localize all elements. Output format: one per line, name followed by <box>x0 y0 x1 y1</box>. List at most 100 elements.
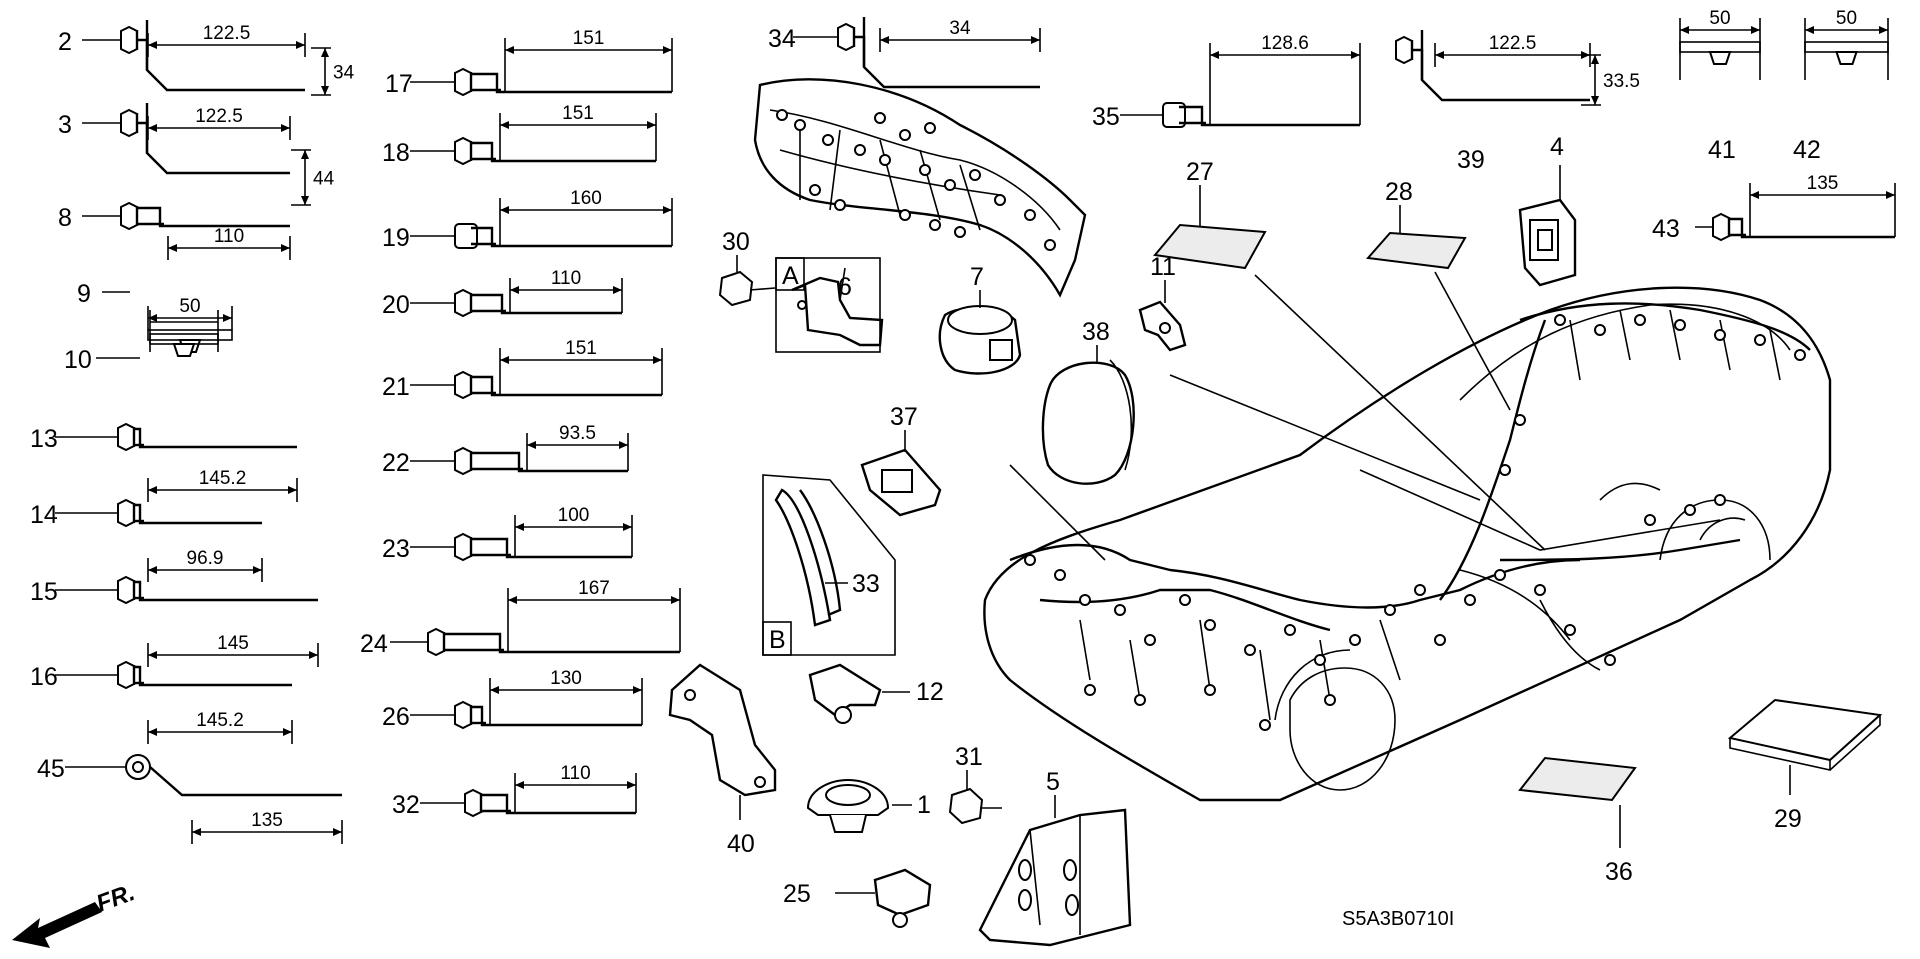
harness-connector <box>1044 239 1056 251</box>
part-29-sheet <box>1727 698 1883 795</box>
bracket-13: 145.2 <box>55 422 298 502</box>
bracket-body <box>471 375 662 397</box>
harness-connector <box>1594 324 1606 336</box>
bracket-body <box>471 705 642 727</box>
bracket-17: 151 <box>410 28 673 97</box>
harness-connector <box>944 179 956 191</box>
dim-arrow-right <box>647 121 656 129</box>
bracket-21: 151 <box>410 338 663 400</box>
callout-9: 9 <box>77 280 91 308</box>
dim-arrow-left <box>148 651 157 659</box>
part-38-cover <box>1041 345 1135 485</box>
callout-17: 17 <box>385 70 413 98</box>
harness-connector <box>1644 514 1656 526</box>
clip-head <box>454 446 472 476</box>
bracket-32: 110 <box>420 763 637 818</box>
callout-4: 4 <box>1550 133 1564 161</box>
vdim-label: 33.5 <box>1603 71 1640 92</box>
clip-ring-hole <box>132 761 144 773</box>
callout-35: 35 <box>1092 103 1120 131</box>
vdim-arrow-bottom <box>1591 96 1599 105</box>
dim-arrow-left <box>148 728 157 736</box>
vdim-arrow-bottom <box>301 196 309 205</box>
dim-arrow-right <box>253 566 262 574</box>
callout-10: 10 <box>64 346 92 374</box>
dim-arrow-right <box>309 651 318 659</box>
harness-connector <box>1714 494 1726 506</box>
harness-connector <box>1384 604 1396 616</box>
bracket-body <box>134 503 262 525</box>
callout-42: 42 <box>1793 136 1821 164</box>
dim-arrow-right <box>1751 26 1760 34</box>
clip-head <box>1162 102 1186 128</box>
dim-arrow-right <box>671 596 680 604</box>
dim-label: 151 <box>562 103 594 124</box>
harness-connector <box>1114 604 1126 616</box>
harness-connector <box>1754 334 1766 346</box>
callout-3: 3 <box>58 111 72 139</box>
bracket-body <box>471 226 672 248</box>
callout-41: 41 <box>1708 136 1736 164</box>
harness-connector <box>1054 569 1066 581</box>
harness-connector <box>1314 654 1326 666</box>
dim-arrow-right <box>653 356 662 364</box>
callout-25: 25 <box>783 880 811 908</box>
dim-arrow-left <box>148 486 157 494</box>
harness-connector <box>1464 594 1476 606</box>
callout-11: 11 <box>1150 253 1176 281</box>
bracket-22: 93.5 <box>410 423 629 476</box>
part-4-connector <box>1518 165 1577 287</box>
harness-connector <box>809 184 821 196</box>
vdim-arrow-top <box>301 150 309 159</box>
callout-26: 26 <box>382 703 410 731</box>
callout-7: 7 <box>970 263 984 291</box>
harness-connector <box>1604 654 1616 666</box>
vdim-arrow-bottom <box>321 86 329 95</box>
harness-connector <box>929 219 941 231</box>
callout-45: 45 <box>37 755 65 783</box>
clip-head <box>120 108 138 138</box>
callout-34: 34 <box>768 25 796 53</box>
callout-2: 2 <box>58 28 72 56</box>
group-a-label: A <box>782 262 799 290</box>
dim-label: 135 <box>251 810 283 831</box>
clip-head <box>1712 212 1730 242</box>
harness-connector <box>954 226 966 238</box>
dim-arrow-left <box>192 828 201 836</box>
harness-connector <box>1434 634 1446 646</box>
dim-arrow-right <box>1879 26 1888 34</box>
clip-head <box>454 700 472 730</box>
dim-label: 50 <box>179 296 200 317</box>
dim-arrow-left <box>515 523 524 531</box>
bracket-42: 50 <box>1804 8 1889 80</box>
bracket-body <box>134 665 292 687</box>
dim-arrow-left <box>508 596 517 604</box>
dim-arrow-left <box>168 244 177 252</box>
harness-connector <box>1414 584 1426 596</box>
part-36-pad <box>1518 756 1637 848</box>
dim-arrow-left <box>490 686 499 694</box>
group-a-box: A <box>775 257 884 353</box>
part-12-clip <box>808 663 910 724</box>
harness-connector <box>1349 634 1361 646</box>
dim-arrow-left <box>148 41 157 49</box>
callouts: 2 3 8 9 10 13 14 15 16 45 17 18 19 20 21… <box>30 25 1821 908</box>
clip-foot <box>172 343 196 357</box>
clip-head <box>1395 35 1413 65</box>
clip-head <box>120 25 138 55</box>
bracket-body <box>444 632 680 654</box>
dim-label: 151 <box>565 338 597 359</box>
harness-connector <box>879 154 891 166</box>
part-37-relay <box>860 430 942 517</box>
bracket-19: 160 <box>410 188 673 249</box>
clip-foot <box>1708 51 1732 65</box>
bracket-body <box>134 580 318 602</box>
callout-30: 30 <box>722 228 750 256</box>
clip-head <box>454 67 472 97</box>
dim-label: 110 <box>551 268 581 289</box>
bracket-23: 100 <box>410 505 633 562</box>
part-31-bolt <box>948 770 1002 825</box>
callout-33: 33 <box>852 570 880 598</box>
clip-foot <box>1835 51 1858 65</box>
